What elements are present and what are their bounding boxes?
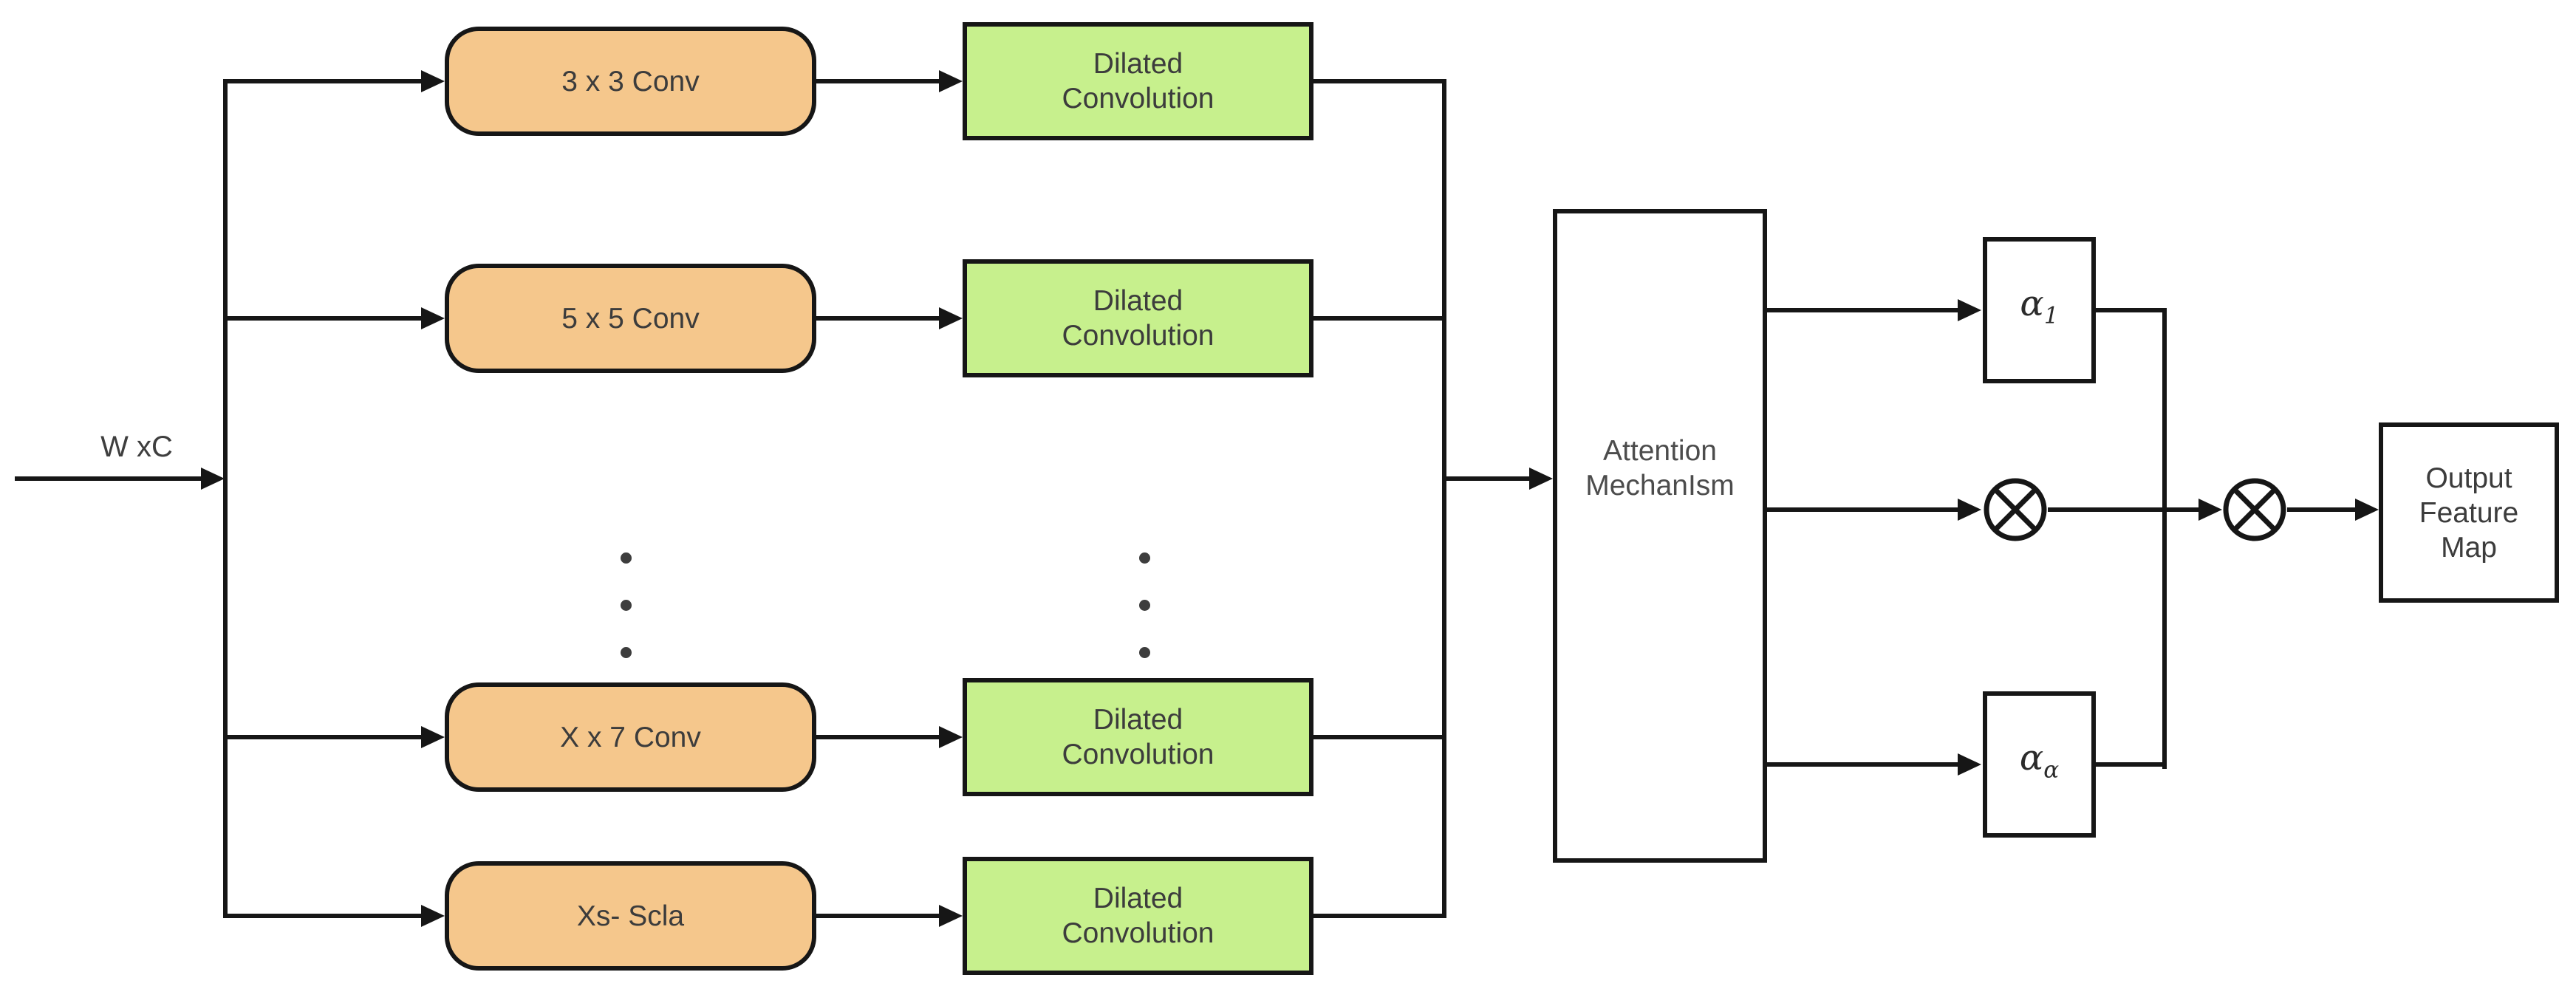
conv-to-dilated-line-1 [816,79,940,83]
attention-output-line-1 [1767,308,1959,312]
dot [1139,552,1150,564]
arrowhead-icon [201,468,225,490]
input-label: W xC [100,431,173,463]
dilated-conv-label: Dilated Convolution [1062,883,1214,949]
dilated-conv-label: Dilated Convolution [1062,704,1214,770]
arrowhead-icon [2199,499,2222,521]
conv-box-label: 3 x 3 Conv [561,65,700,97]
dilated-conv-label: Dilated Convolution [1062,48,1214,114]
dilated-conv-box-2: Dilated Convolution [963,259,1313,377]
alpha1-label: α1 [2020,283,2059,329]
branch-line-1 [223,79,423,83]
arrowhead-icon [1958,299,1981,321]
arrowhead-icon [1958,499,1981,521]
dot [1139,600,1150,611]
alpha-alpha-output-line [2096,762,2167,767]
arrowhead-icon [421,307,445,329]
dilated-conv-box-4: Dilated Convolution [963,857,1313,975]
conv-box-label: 5 x 5 Conv [561,302,700,335]
dilated-to-collector-line-3 [1313,735,1446,739]
alpha-alpha-weight-box: αα [1983,691,2096,838]
multiply-icon [2221,476,2289,544]
dot [621,600,632,611]
conv-to-dilated-line-2 [816,316,940,321]
alpha1-weight-box: α1 [1983,237,2096,383]
alpha1-output-line [2096,308,2167,312]
weight-merge-line [2162,308,2167,769]
arrowhead-icon [2355,499,2379,521]
conv-box-xx7: X x 7 Conv [445,682,816,792]
branch-line-2 [223,316,423,321]
conv-box-5x5: 5 x 5 Conv [445,264,816,373]
dot [1139,647,1150,658]
attention-label: Attention MechanIsm [1585,435,1735,502]
arrowhead-icon [421,726,445,748]
conv-box-xs-scale: Xs- Scla [445,861,816,971]
multiply1-to-multiply2-line [2048,507,2200,512]
multiply2-to-output-line [2287,507,2357,512]
dilated-to-collector-line-2 [1313,316,1446,321]
conv-box-label: X x 7 Conv [560,721,701,753]
output-feature-map-box: Output Feature Map [2379,422,2559,603]
arrowhead-icon [939,726,963,748]
arrowhead-icon [939,70,963,92]
conv-to-dilated-line-4 [816,914,940,918]
attention-mechanism-box: Attention MechanIsm [1553,209,1767,863]
attention-output-line-2 [1767,507,1959,512]
branch-line-4 [223,914,423,918]
alpha-alpha-label: αα [2019,737,2060,784]
dilated-to-collector-line-4 [1313,914,1446,918]
input-line [15,476,201,481]
collector-to-attention-line [1442,476,1531,481]
conv-box-3x3: 3 x 3 Conv [445,27,816,136]
branch-line-3 [223,735,423,739]
conv-to-dilated-line-3 [816,735,940,739]
arrowhead-icon [421,70,445,92]
dot [621,647,632,658]
dilated-conv-box-1: Dilated Convolution [963,22,1313,140]
dilated-conv-label: Dilated Convolution [1062,285,1214,352]
dilated-to-collector-line-1 [1313,79,1446,83]
arrowhead-icon [939,307,963,329]
output-label: Output Feature Map [2419,462,2519,564]
arrowhead-icon [421,905,445,927]
multiply-icon [1981,476,2049,544]
input-spine-line [223,79,228,918]
dilated-conv-box-3: Dilated Convolution [963,678,1313,796]
attention-output-line-3 [1767,762,1959,767]
collector-line [1442,79,1446,918]
arrowhead-icon [1529,468,1553,490]
arrowhead-icon [939,905,963,927]
conv-box-label: Xs- Scla [576,900,685,932]
arrowhead-icon [1958,753,1981,776]
dot [621,552,632,564]
